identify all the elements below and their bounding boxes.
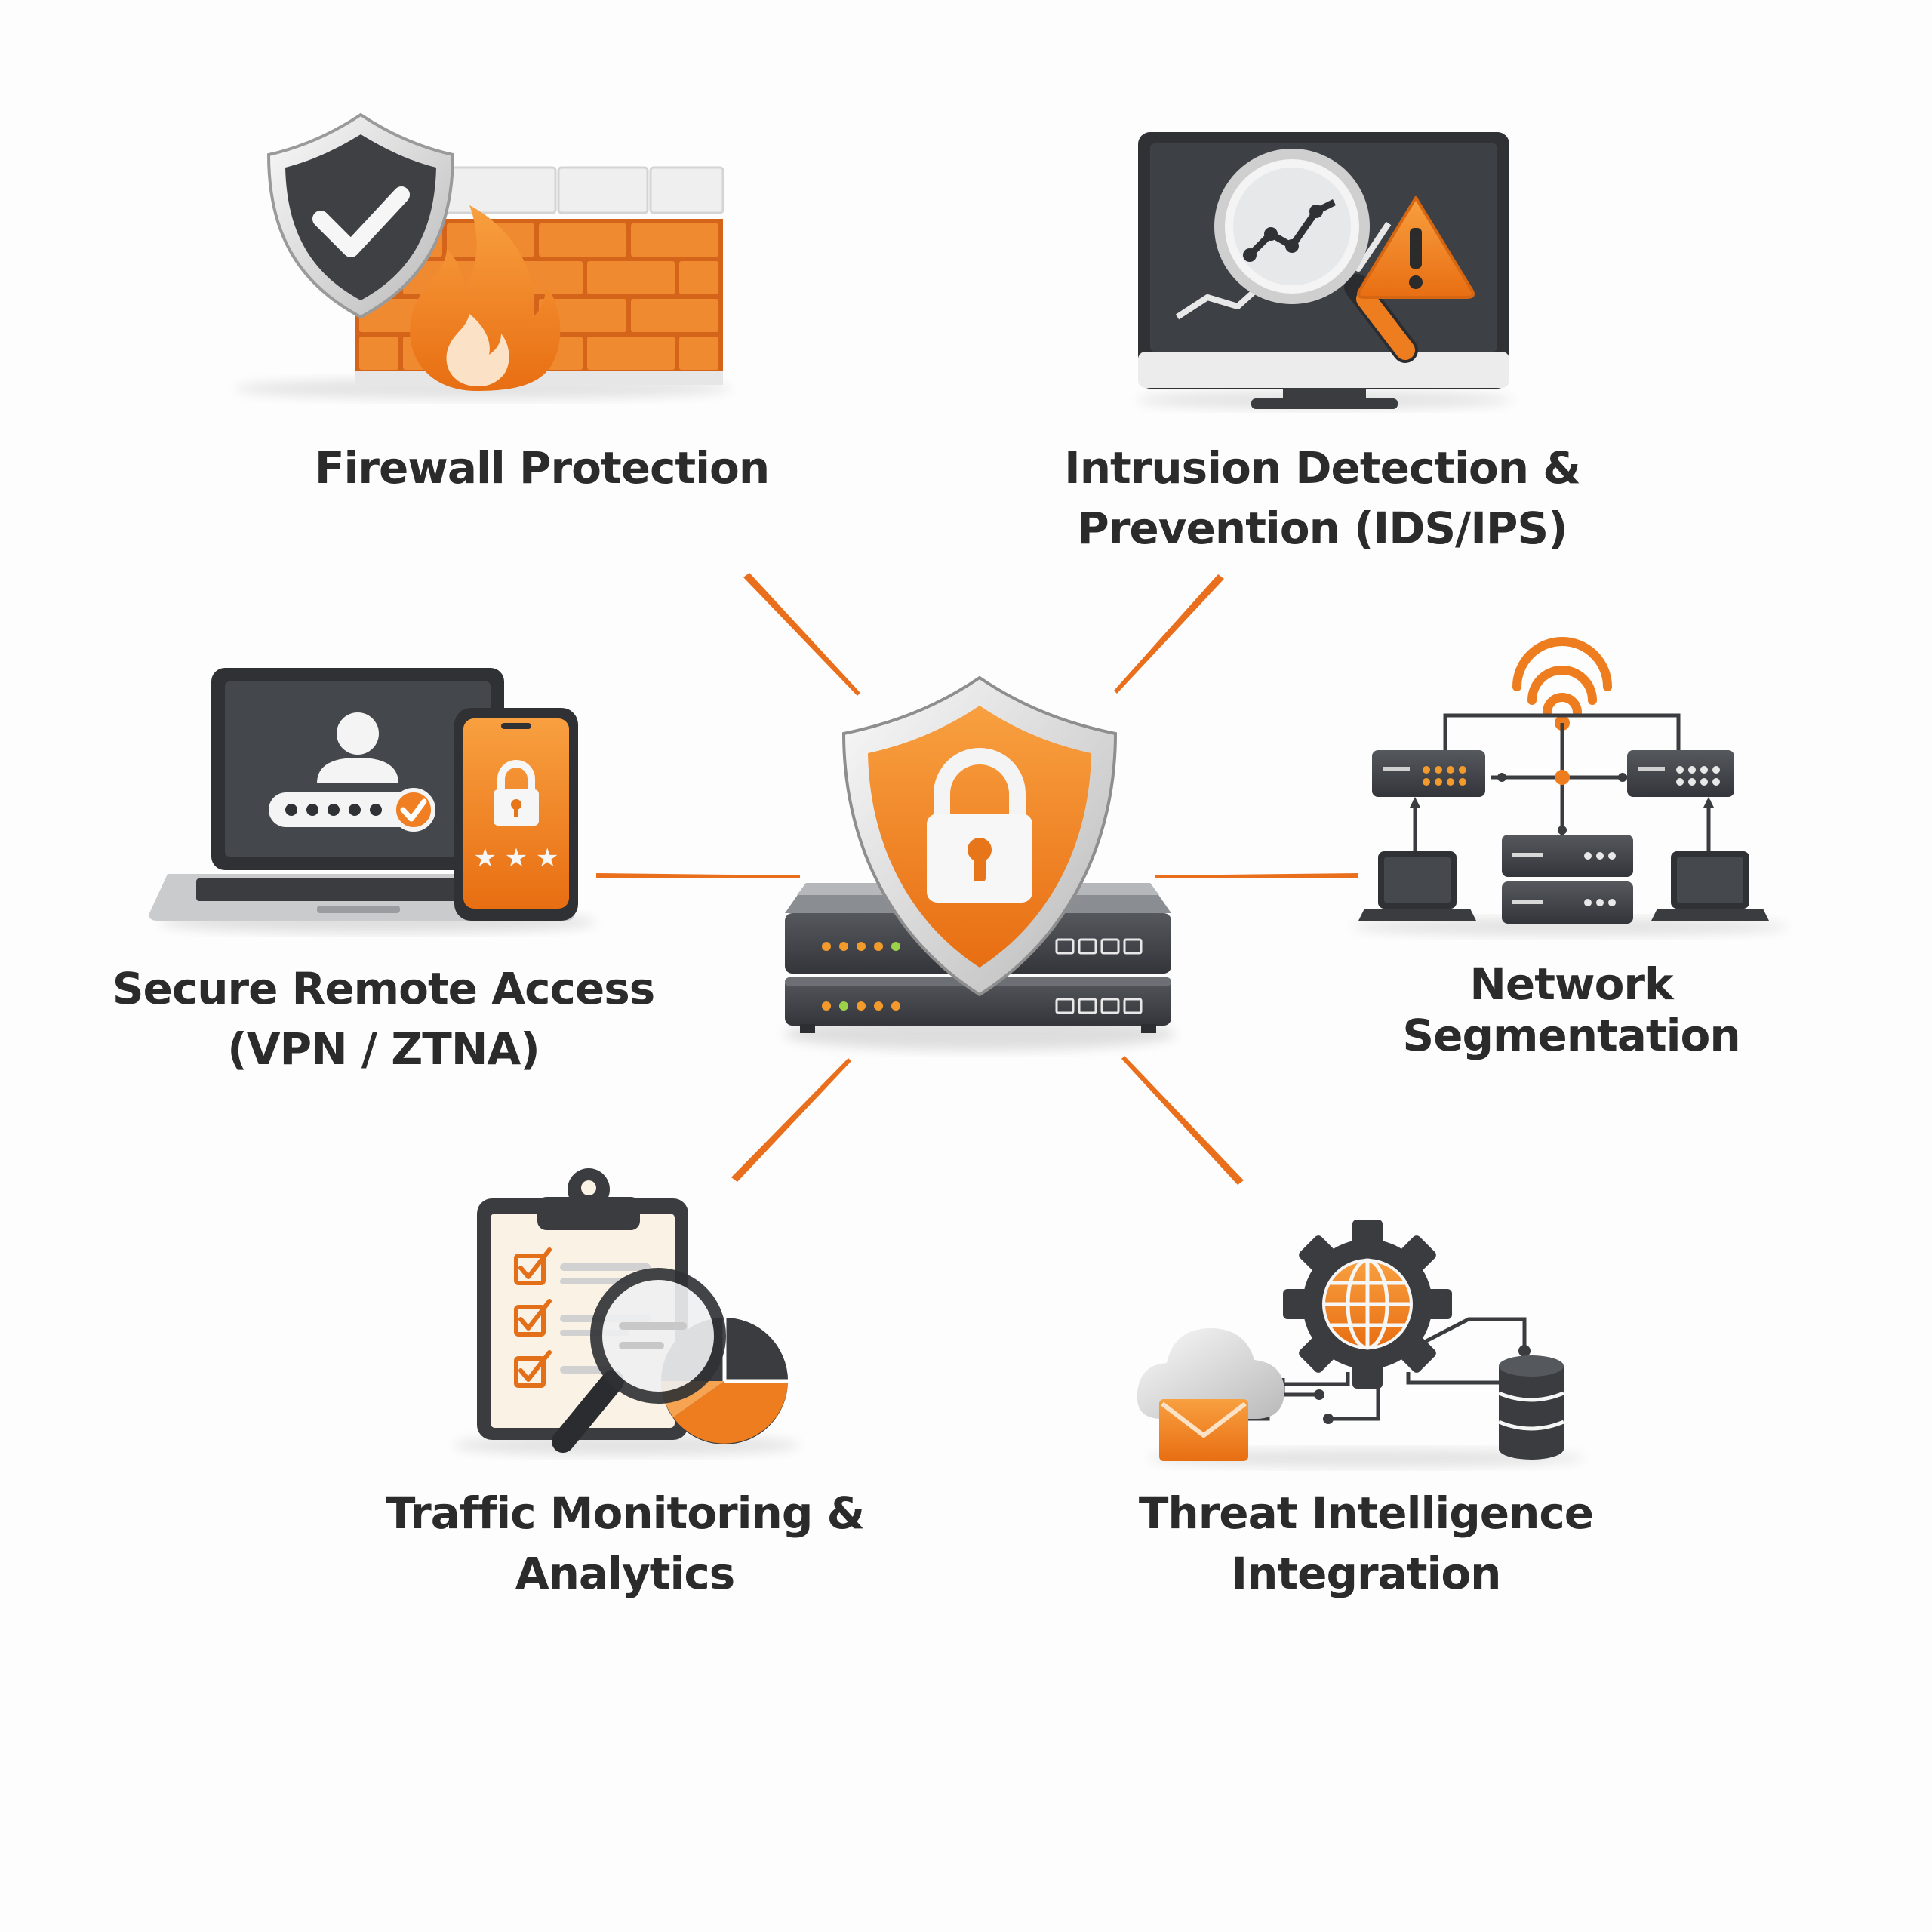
label-remote-line-2: (VPN / ZTNA) <box>227 1023 540 1075</box>
label-segmentation-line-1: Network <box>1469 958 1673 1010</box>
connector-threat <box>1121 1056 1244 1185</box>
gear-globe-cloud-database-icon <box>1137 1220 1585 1467</box>
svg-text:★ ★ ★: ★ ★ ★ <box>473 843 558 873</box>
label-remote-line-1: Secure Remote Access <box>112 963 655 1014</box>
label-threat-line-1: Threat Intelligence <box>1138 1487 1594 1539</box>
label-threat-intelligence: Threat Intelligence Integration <box>1138 1483 1594 1604</box>
clipboard-analytics-icon <box>453 1168 800 1456</box>
network-topology-icon <box>1351 637 1789 936</box>
label-threat-line-2: Integration <box>1231 1548 1502 1599</box>
laptop-phone-login-icon: ★ ★ ★ <box>149 668 596 933</box>
label-intrusion-detection: Intrusion Detection & Prevention (IDS/IP… <box>1064 438 1581 558</box>
monitor-magnifier-alert-icon <box>1136 132 1513 409</box>
connector-traffic <box>731 1058 851 1182</box>
label-network-segmentation: Network Segmentation <box>1402 958 1740 1061</box>
firewall-icon <box>234 112 732 399</box>
label-traffic-monitoring: Traffic Monitoring & Analytics <box>385 1483 865 1604</box>
label-traffic-line-2: Analytics <box>515 1548 736 1599</box>
label-firewall-line-1: Firewall Protection <box>314 442 770 494</box>
label-firewall-protection: Firewall Protection <box>314 438 770 498</box>
label-ids-line-2: Prevention (IDS/IPS) <box>1077 503 1567 554</box>
connector-firewall <box>743 573 860 696</box>
label-ids-line-1: Intrusion Detection & <box>1064 442 1581 494</box>
connector-ids <box>1114 574 1224 694</box>
connector-remote <box>596 873 800 878</box>
connector-lines <box>596 573 1358 1185</box>
label-segmentation-line-2: Segmentation <box>1402 1010 1740 1061</box>
label-traffic-line-1: Traffic Monitoring & <box>385 1487 865 1539</box>
connector-segmentation <box>1155 873 1358 878</box>
shield-lock-server-icon <box>783 675 1176 1051</box>
label-secure-remote-access: Secure Remote Access (VPN / ZTNA) <box>112 958 655 1079</box>
